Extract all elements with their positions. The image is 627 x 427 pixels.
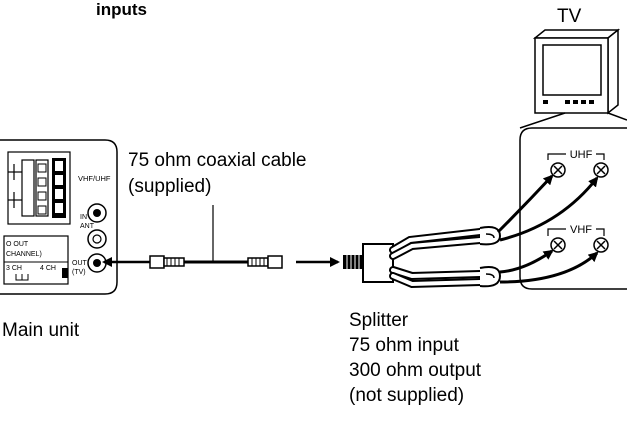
panel-out-jack-label: OUT bbox=[72, 260, 88, 267]
screw-terminal-icon bbox=[593, 162, 609, 178]
coaxial-cable bbox=[102, 205, 283, 269]
panel-in-label: IN bbox=[80, 214, 87, 221]
splitter-output-label: 300 ohm output bbox=[349, 360, 482, 381]
panel-ch3-label: 3 CH bbox=[6, 265, 22, 272]
arrow-to-uhf-right bbox=[499, 176, 599, 242]
main-unit-label: Main unit bbox=[2, 320, 80, 341]
cable-supplied-label: (supplied) bbox=[128, 176, 212, 197]
cable-label: 75 ohm coaxial cable bbox=[128, 150, 307, 171]
splitter-icon bbox=[343, 226, 502, 289]
splitter-input-label: 75 ohm input bbox=[349, 335, 459, 356]
vhf-label: VHF bbox=[570, 224, 592, 236]
panel-out-label: O OUT bbox=[6, 241, 29, 248]
main-unit-panel: O OUT CHANNEL) 3 CH 4 CH VHF/UHF IN ANT … bbox=[0, 139, 118, 295]
arrow-to-vhf-left bbox=[499, 249, 554, 274]
tv-label: TV bbox=[557, 6, 582, 27]
uhf-label: UHF bbox=[570, 149, 593, 161]
screw-terminal-icon bbox=[550, 237, 566, 253]
tv-leader-right bbox=[607, 112, 627, 121]
panel-ant-label: ANT bbox=[80, 223, 95, 230]
tv-leader-left bbox=[519, 112, 566, 129]
panel-tv-jack-label: (TV) bbox=[72, 269, 86, 276]
section-heading: inputs bbox=[96, 0, 147, 19]
screw-terminal-icon bbox=[593, 237, 609, 253]
tv-icon bbox=[532, 28, 621, 115]
arrow-to-uhf-left bbox=[496, 174, 554, 234]
splitter-note-label: (not supplied) bbox=[349, 385, 465, 406]
vhf-uhf-label: VHF/UHF bbox=[78, 174, 111, 183]
vhf-bracket: VHF bbox=[547, 224, 605, 236]
splitter-label: Splitter bbox=[349, 310, 409, 331]
panel-ch4-label: 4 CH bbox=[40, 265, 56, 272]
arrow-to-vhf-right bbox=[499, 251, 599, 284]
screw-terminal-icon bbox=[550, 162, 566, 178]
panel-channel-label: CHANNEL) bbox=[6, 251, 42, 258]
uhf-bracket: UHF bbox=[547, 149, 605, 161]
